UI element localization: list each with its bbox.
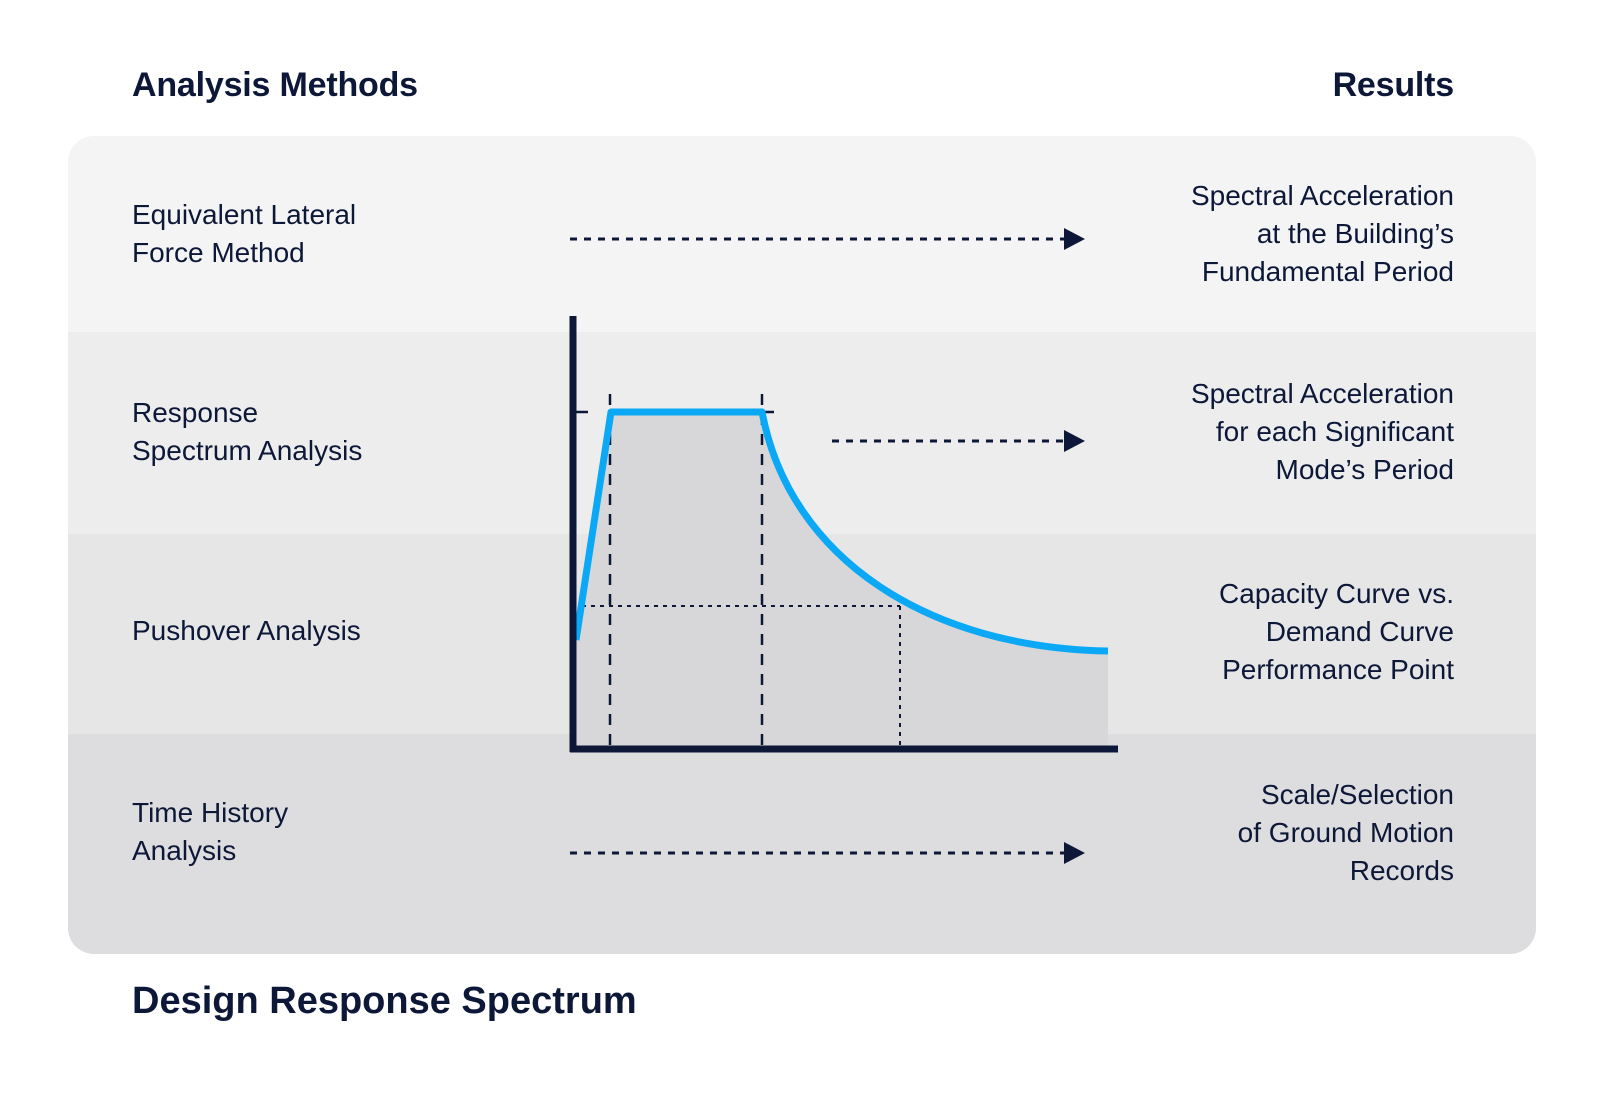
result-label-pushover: Capacity Curve vs. Demand Curve Performa… [1219,578,1454,685]
row-band-1 [68,136,1536,332]
result-label-rsa: Spectral Acceleration for each Significa… [1190,378,1454,485]
arrow-time-history [570,842,1085,864]
arrow-elf [570,228,1085,250]
method-label-time-history: Time History Analysis [132,797,289,866]
method-label-rsa: Response Spectrum Analysis [132,397,363,466]
method-label-pushover: Pushover Analysis [132,615,361,646]
design-response-spectrum-title: Design Response Spectrum [132,980,637,1022]
arrowhead-icon [1064,430,1085,452]
analysis-methods-header: Analysis Methods [132,66,418,104]
results-header: Results [1332,66,1455,104]
row-band-2 [68,332,1536,534]
spectrum-curve [572,408,1109,655]
spectrum-fill-area [576,412,1108,750]
arrowhead-icon [1064,842,1085,864]
method-label-elf: Equivalent Lateral Force Method [132,199,357,268]
row-band-4 [68,734,1536,954]
result-label-elf: Spectral Acceleration at the Building’s … [1190,180,1454,287]
response-spectrum-chart [569,316,1118,753]
arrow-rsa [832,430,1085,452]
result-label-time-history: Scale/Selection of Ground Motion Records [1237,779,1454,886]
arrowhead-icon [1064,228,1085,250]
